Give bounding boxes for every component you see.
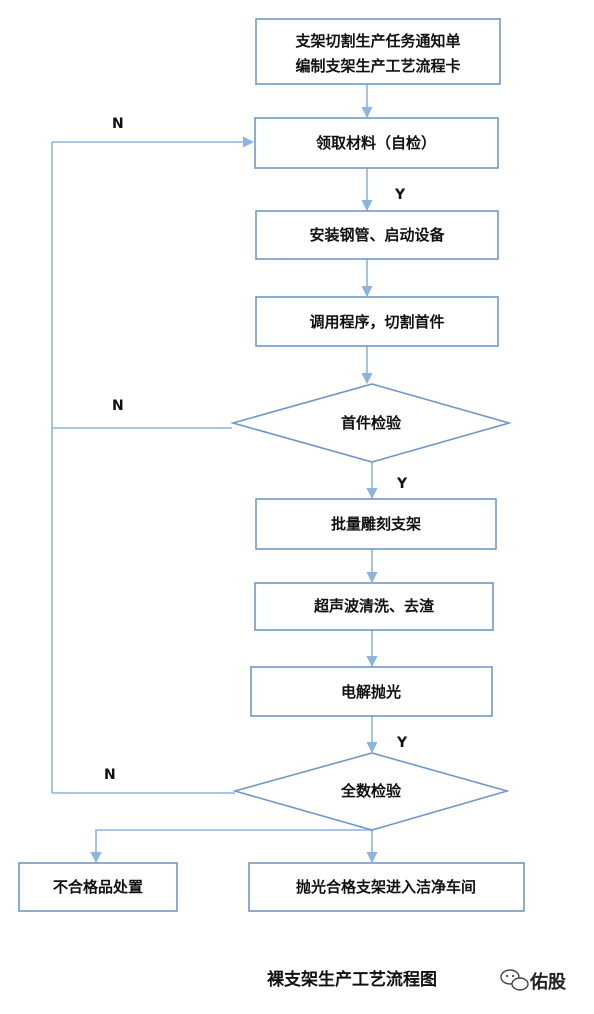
- full-inspect-diamond: [232, 752, 510, 831]
- yes-label-first-inspect: Y: [396, 476, 408, 492]
- no-label-top: N: [112, 116, 124, 132]
- arrow-to-reject: [90, 829, 372, 864]
- install-box: [255, 210, 499, 260]
- program-box-label: 调用程序，切割首件: [309, 313, 444, 331]
- watermark-text: 佑股: [529, 971, 567, 993]
- notice-box-line1: 支架切割生产任务通知单: [294, 32, 460, 50]
- notice-box-line2: 编制支架生产工艺流程卡: [295, 57, 460, 75]
- reject-box: [18, 862, 178, 912]
- pass-clean-box: [248, 862, 525, 912]
- first-inspect-label: 首件检验: [341, 414, 402, 432]
- pass-clean-box-label: 抛光合格支架进入洁净车间: [296, 878, 476, 896]
- install-box-label: 安装钢管、启动设备: [309, 226, 445, 244]
- receive-box: [254, 117, 499, 169]
- polish-box-label: 电解抛光: [341, 683, 401, 701]
- reject-box-label: 不合格品处置: [53, 878, 143, 896]
- ultrasonic-box-label: 超声波清洗、去渣: [313, 597, 435, 615]
- wechat-logo-icon: [500, 969, 529, 991]
- ultrasonic-box: [254, 582, 494, 631]
- notice-box: [255, 18, 501, 85]
- receive-box-label: 领取材料（自检）: [315, 134, 436, 152]
- engrave-box: [255, 498, 497, 550]
- no-label-full-inspect: N: [104, 767, 116, 783]
- no-label-first-inspect: N: [112, 398, 124, 414]
- engrave-box-label: 批量雕刻支架: [331, 515, 421, 533]
- first-inspect-diamond: [230, 383, 512, 463]
- diagram-caption: 裸支架生产工艺流程图: [267, 969, 437, 990]
- program-box: [255, 296, 499, 347]
- full-inspect-label: 全数检验: [340, 782, 402, 800]
- yes-label-polish: Y: [396, 735, 408, 751]
- polish-box: [250, 666, 493, 717]
- yes-label-receive: Y: [394, 187, 406, 203]
